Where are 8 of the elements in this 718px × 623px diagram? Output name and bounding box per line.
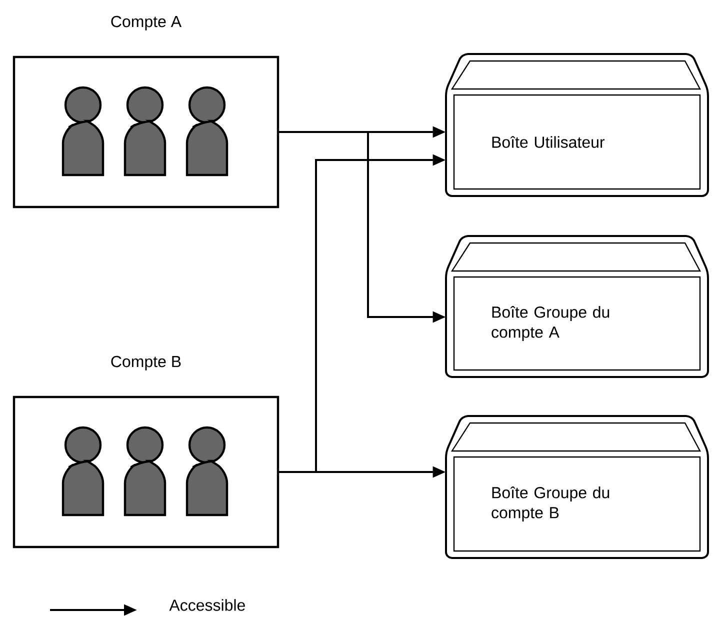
account-heading: Compte A: [111, 16, 182, 30]
account-box: [12, 16, 280, 208]
account-heading: Compte B: [111, 356, 181, 370]
mailbox: Boîte Groupe du compte A: [445, 234, 709, 378]
account-box: [12, 356, 280, 548]
legend-label: Accessible: [169, 599, 245, 611]
mailbox: Boîte Utilisateur: [445, 53, 709, 197]
mailbox: Boîte Groupe du compte B: [445, 414, 709, 559]
